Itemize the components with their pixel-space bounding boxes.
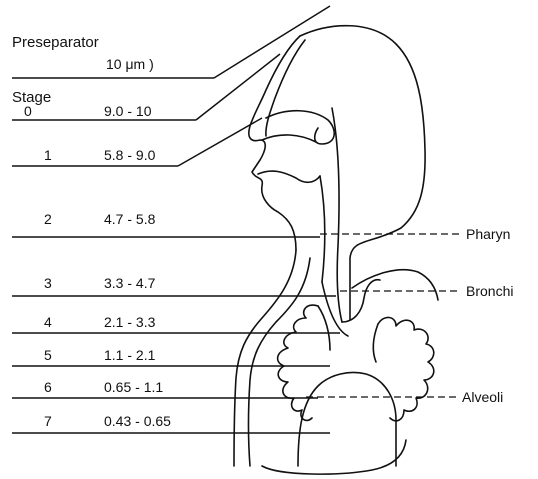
stage-range-4: 2.1 - 3.3 bbox=[104, 314, 156, 330]
stage-number-6: 6 bbox=[44, 379, 52, 395]
stage-numbers: 0 1 2 3 4 5 6 7 bbox=[24, 103, 52, 429]
stage-number-7: 7 bbox=[44, 413, 52, 429]
bronchi-label: Bronchi bbox=[466, 283, 513, 299]
region-leaders bbox=[306, 234, 460, 397]
pharynx-label: Pharyn bbox=[466, 226, 510, 242]
alveoli-label: Alveoli bbox=[462, 389, 503, 405]
stage-range-0: 9.0 - 10 bbox=[104, 103, 152, 119]
stage-rules bbox=[12, 6, 340, 433]
preseparator-cutoff: 10 μm ) bbox=[106, 56, 154, 72]
stage-number-5: 5 bbox=[44, 347, 52, 363]
stage-size-ranges: 9.0 - 10 5.8 - 9.0 4.7 - 5.8 3.3 - 4.7 2… bbox=[104, 103, 171, 429]
stage-range-2: 4.7 - 5.8 bbox=[104, 211, 156, 227]
stage-range-3: 3.3 - 4.7 bbox=[104, 275, 156, 291]
stage-range-6: 0.65 - 1.1 bbox=[104, 379, 163, 395]
lung-lobes bbox=[278, 305, 434, 466]
stage-number-3: 3 bbox=[44, 275, 52, 291]
stage-number-0: 0 bbox=[24, 103, 32, 119]
preseparator-labels: Preseparator 10 μm ) Stage bbox=[12, 34, 154, 106]
preseparator-title: Preseparator bbox=[12, 34, 99, 51]
stage-range-7: 0.43 - 0.65 bbox=[104, 413, 171, 429]
stage-number-2: 2 bbox=[44, 211, 52, 227]
stage-number-1: 1 bbox=[44, 147, 52, 163]
stage-range-5: 1.1 - 2.1 bbox=[104, 347, 156, 363]
stage-number-4: 4 bbox=[44, 314, 52, 330]
stage-range-1: 5.8 - 9.0 bbox=[104, 147, 156, 163]
region-labels: Pharyn Bronchi Alveoli bbox=[462, 226, 513, 405]
head-airway-outline bbox=[234, 26, 438, 474]
